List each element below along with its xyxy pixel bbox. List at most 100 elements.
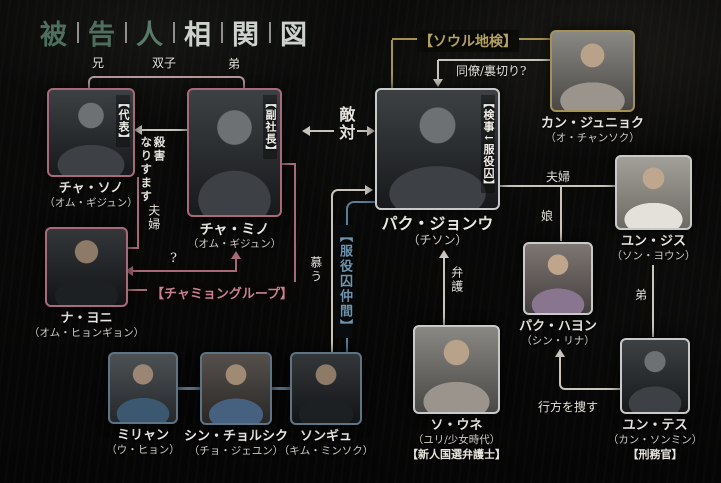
photo-cha-mino: 【副社長】 (187, 88, 282, 217)
photo-yoon-taesoo (620, 338, 690, 414)
character-name: ソ・ウネ (430, 418, 483, 433)
actor-name: （チソン） (407, 233, 468, 248)
character-card-yoon-taesoo: ユン・テス （カン・ソンミン） 【刑務官】 (608, 338, 702, 462)
question-line-up (235, 259, 237, 271)
search-line (559, 357, 620, 390)
relation-label-question: ? (170, 251, 177, 266)
relation-label-twins: 双子 (152, 56, 177, 70)
group-label-seoul-office: 【ソウル地検】 (417, 30, 519, 52)
relation-label-hostility: 敵対 (336, 106, 356, 142)
arrowhead-left (302, 126, 310, 136)
arrowhead-up (439, 250, 449, 258)
title-char: 被 (40, 20, 68, 51)
couple-right-line (500, 185, 615, 187)
actor-name: （オ・チャンソク） (545, 131, 640, 144)
character-name: ユン・ジス (620, 234, 686, 249)
character-name: パク・ジョンウ (381, 214, 494, 233)
character-name: ソンギュ (299, 429, 352, 444)
character-card-cha-mino: 【副社長】 チャ・ミノ （オム・ギジュン） (187, 88, 282, 252)
photo-cha-seono: 【代表】 (47, 88, 135, 177)
character-card-kang-junhyuk: カン・ジュニョク （オ・チャンソク） (541, 30, 644, 146)
actor-name: （チョ・ジェユン） (188, 444, 284, 457)
photo-shin-cheolsik (200, 352, 272, 425)
couple-left-line-foot (128, 247, 139, 249)
photo-miryang (108, 352, 178, 424)
role-label: 【新人国選弁護士】 (407, 447, 506, 461)
photo-kang-junhyuk (550, 30, 635, 112)
relation-label-older-brother: 兄 (92, 56, 105, 70)
relation-label-admire: 慕う (308, 256, 323, 284)
relation-label-brother-right: 弟 (635, 288, 648, 302)
murder-line (142, 129, 187, 131)
relation-label-couple-right: 夫婦 (546, 170, 571, 184)
photo-na-yeonhee (45, 227, 128, 307)
photo-seo-eunhye (413, 325, 500, 414)
arrowhead-up (555, 349, 565, 357)
actor-name: （キム・ミンソク） (278, 444, 374, 457)
daughter-line (560, 187, 562, 241)
hostility-line-right (357, 130, 370, 132)
actor-name: （オム・ギジュン） (187, 238, 282, 251)
convict-link-line (178, 387, 200, 390)
relation-label-daughter: 娘 (541, 209, 554, 223)
twins-bracket-line (88, 76, 245, 88)
chamyeong-box-top (282, 163, 296, 165)
character-card-park-hayeon: パク・ハヨン （シン・リナ） (519, 242, 597, 349)
relation-label-couple-left: 夫婦 (146, 204, 161, 232)
relation-label-search: 行方を捜す (537, 400, 598, 414)
question-line (133, 270, 237, 272)
relation-label-defense: 弁護 (449, 266, 464, 294)
colleague-line (438, 59, 550, 61)
character-name: チャ・ソノ (58, 181, 124, 196)
chamyeong-box-right (294, 164, 296, 290)
title-divider (125, 22, 127, 43)
role-badge: 【検事↓服役囚】 (480, 95, 495, 194)
character-name: シン・チョルシク (184, 429, 289, 444)
photo-seonggyu (290, 352, 362, 425)
character-card-yoon-jisoo: ユン・ジス （ソン・ヨウン） (612, 155, 696, 264)
character-name: パク・ハヨン (519, 319, 597, 334)
title-char: 図 (280, 20, 308, 51)
title-char: 関 (232, 20, 260, 51)
actor-name: （シン・リナ） (521, 334, 595, 347)
brother-right-line (652, 265, 654, 337)
actor-name: （カン・ソンミン） (607, 433, 703, 446)
title-char: 人 (136, 20, 164, 51)
character-name: チャ・ミノ (199, 222, 270, 238)
colleague-line-drop (437, 60, 439, 79)
arrowhead-left (125, 266, 133, 276)
character-card-park-jungwoo: 【検事↓服役囚】 パク・ジョンウ （チソン） (375, 88, 500, 249)
character-card-shin-cheolsik: シン・チョルシク （チョ・ジェユン） (184, 352, 288, 459)
defense-line (443, 258, 445, 325)
character-card-na-yeonhee: ナ・ヨニ （オム・ヒョンギョン） (29, 227, 144, 341)
couple-left-line (137, 177, 139, 249)
character-name: ミリャン (116, 428, 169, 443)
actor-name: （ユリ/少女時代） (412, 433, 501, 446)
character-name: ユン・テス (622, 418, 688, 433)
photo-park-hayeon (523, 242, 593, 315)
character-card-cha-seono: 【代表】 チャ・ソノ （オム・ギジュン） (44, 88, 138, 211)
page-title: 被 告 人 相 関 図 (40, 13, 308, 52)
group-label-prison-mates: 【服役囚仲間】 (335, 225, 352, 338)
title-divider (173, 22, 175, 43)
actor-name: （ソン・ヨウン） (611, 249, 696, 262)
arrowhead-right (367, 126, 375, 136)
title-char: 告 (88, 20, 116, 51)
character-name: カン・ジュニョク (540, 116, 645, 131)
actor-name: （オム・ギジュン） (44, 196, 138, 209)
relation-label-younger-brother: 弟 (228, 57, 241, 71)
role-badge: 【副社長】 (262, 95, 277, 159)
arrowhead-left (134, 125, 142, 135)
relation-label-murder: 殺害 (152, 136, 167, 163)
character-card-seonggyu: ソンギュ （キム・ミンソク） (279, 352, 373, 459)
role-label: 【刑務官】 (627, 447, 683, 461)
title-divider (221, 22, 223, 43)
group-label-chamyeong: 【チャミョングループ】 (147, 282, 297, 303)
admire-line (331, 189, 367, 352)
role-badge: 【代表】 (115, 95, 130, 147)
relation-label-colleague-betrayal: 同僚/裏切り? (456, 64, 527, 78)
actor-name: （オム・ヒョンギョン） (28, 326, 145, 339)
character-card-seo-eunhye: ソ・ウネ （ユリ/少女時代） 【新人国選弁護士】 (407, 325, 506, 462)
arrowhead-down (433, 79, 443, 87)
arrowhead-up (231, 251, 241, 259)
